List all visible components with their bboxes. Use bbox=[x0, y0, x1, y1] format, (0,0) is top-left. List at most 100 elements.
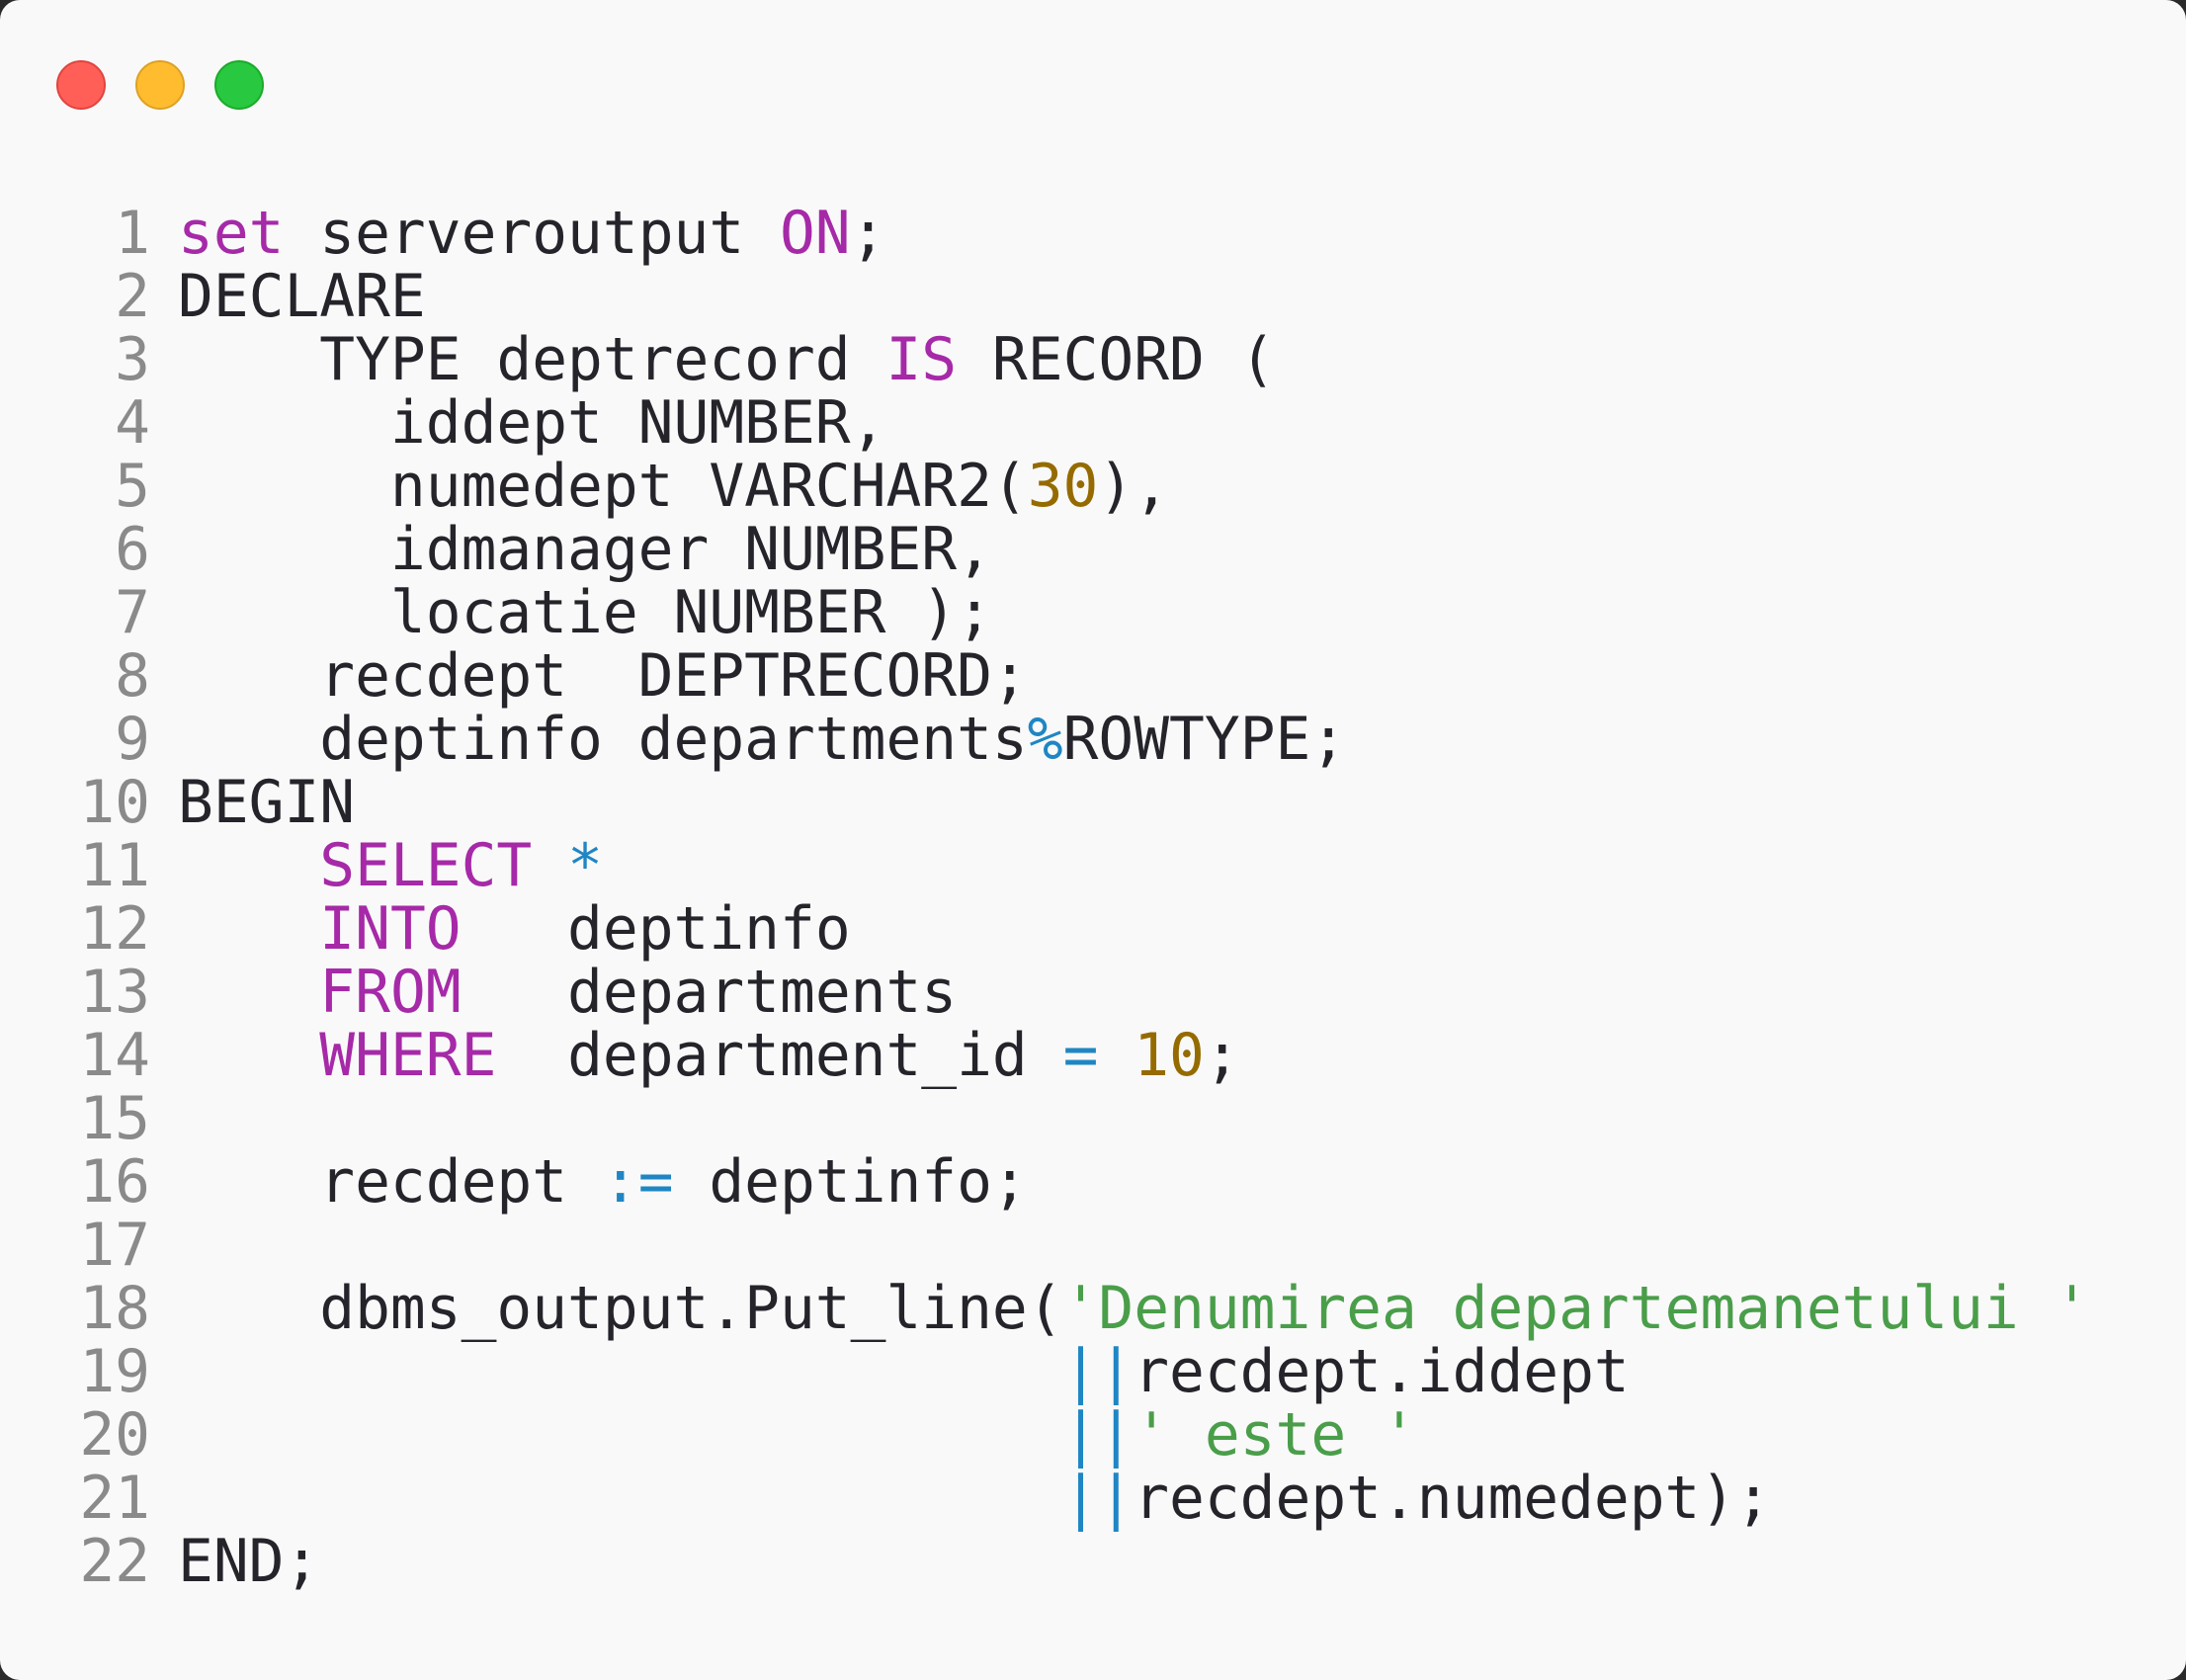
line-number: 15 bbox=[79, 1085, 150, 1153]
line-text: recdept := deptinfo; bbox=[178, 1148, 1028, 1217]
line-number: 3 bbox=[115, 326, 150, 394]
code-token-op: || bbox=[1062, 1338, 1135, 1406]
code-line: 2 DECLARE bbox=[0, 266, 2186, 329]
maximize-window-button[interactable] bbox=[214, 60, 264, 110]
code-line: 8 recdept DEPTRECORD; bbox=[0, 645, 2186, 709]
code-token-plain bbox=[532, 832, 567, 900]
close-window-button[interactable] bbox=[56, 60, 106, 110]
code-token-plain: recdept.numedept); bbox=[1134, 1465, 1772, 1533]
code-line: 21 ||recdept.numedept); bbox=[0, 1468, 2186, 1531]
line-text: TYPE deptrecord IS RECORD ( bbox=[178, 326, 1276, 394]
code-token-plain: recdept.iddept bbox=[1134, 1338, 1630, 1406]
line-number: 6 bbox=[115, 516, 150, 584]
line-text: recdept DEPTRECORD; bbox=[178, 642, 1028, 711]
code-token-plain: department_id bbox=[496, 1022, 1063, 1090]
code-token-plain bbox=[178, 1401, 1063, 1470]
line-number: 20 bbox=[79, 1401, 150, 1470]
line-number: 21 bbox=[79, 1465, 150, 1533]
line-text: dbms_output.Put_line('Denumirea departem… bbox=[178, 1278, 2089, 1341]
line-text: ||' este ' bbox=[178, 1404, 1417, 1468]
code-line: 17 bbox=[0, 1215, 2186, 1278]
code-token-plain: TYPE deptrecord bbox=[178, 326, 886, 394]
code-line: 13 FROM departments bbox=[0, 962, 2186, 1025]
line-text: iddept NUMBER, bbox=[178, 389, 886, 458]
line-number: 1 bbox=[115, 200, 150, 268]
line-number: 13 bbox=[79, 959, 150, 1027]
code-token-plain bbox=[178, 959, 319, 1027]
code-line: 6 idmanager NUMBER, bbox=[0, 519, 2186, 582]
code-token-plain: deptinfo bbox=[461, 895, 851, 964]
code-line: 10 BEGIN bbox=[0, 772, 2186, 835]
line-number: 8 bbox=[115, 642, 150, 711]
code-token-plain: ), bbox=[1098, 453, 1170, 521]
line-text: deptinfo departments%ROWTYPE; bbox=[178, 709, 1346, 772]
code-token-op: = bbox=[1062, 1022, 1099, 1090]
code-token-plain: recdept DEPTRECORD; bbox=[178, 642, 1028, 711]
code-token-op: := bbox=[602, 1148, 674, 1217]
code-token-str: 'Denumirea departemanetului ' bbox=[1062, 1275, 2090, 1343]
code-line: 15 bbox=[0, 1088, 2186, 1151]
code-token-plain bbox=[178, 1465, 1063, 1533]
code-token-str: ' este ' bbox=[1134, 1401, 1417, 1470]
window-titlebar bbox=[0, 0, 2186, 148]
code-line: 12 INTO deptinfo bbox=[0, 898, 2186, 962]
line-number: 4 bbox=[115, 389, 150, 458]
line-text: FROM departments bbox=[178, 962, 957, 1025]
code-token-kw: WHERE bbox=[319, 1022, 497, 1090]
line-number: 16 bbox=[79, 1148, 150, 1217]
line-text: WHERE department_id = 10; bbox=[178, 1022, 1240, 1090]
code-line: 19 ||recdept.iddept bbox=[0, 1341, 2186, 1404]
code-token-plain: deptinfo departments bbox=[178, 706, 1028, 774]
line-text: DECLARE bbox=[178, 266, 426, 329]
code-token-kw: SELECT bbox=[319, 832, 533, 900]
code-token-plain: iddept NUMBER, bbox=[178, 389, 886, 458]
code-line: 20 ||' este ' bbox=[0, 1404, 2186, 1468]
line-number: 11 bbox=[79, 832, 150, 900]
code-token-num: 10 bbox=[1134, 1022, 1205, 1090]
code-token-plain: recdept bbox=[178, 1148, 603, 1217]
code-line: 4 iddept NUMBER, bbox=[0, 392, 2186, 456]
code-line: 11 SELECT * bbox=[0, 835, 2186, 898]
code-token-plain: serveroutput bbox=[284, 200, 780, 268]
code-token-plain: numedept VARCHAR2( bbox=[178, 453, 1028, 521]
line-text: numedept VARCHAR2(30), bbox=[178, 456, 1169, 519]
code-token-kw: FROM bbox=[319, 959, 462, 1027]
code-token-plain bbox=[1098, 1022, 1134, 1090]
code-token-plain: deptinfo; bbox=[673, 1148, 1028, 1217]
code-token-plain: locatie NUMBER ); bbox=[178, 579, 992, 647]
code-token-num: 30 bbox=[1027, 453, 1099, 521]
line-number: 5 bbox=[115, 453, 150, 521]
code-token-plain: BEGIN bbox=[178, 769, 356, 837]
line-number: 14 bbox=[79, 1022, 150, 1090]
line-number: 17 bbox=[79, 1212, 150, 1280]
line-number: 18 bbox=[79, 1275, 150, 1343]
code-token-op: || bbox=[1062, 1465, 1135, 1533]
minimize-window-button[interactable] bbox=[135, 60, 185, 110]
code-line: 9 deptinfo departments%ROWTYPE; bbox=[0, 709, 2186, 772]
line-text: idmanager NUMBER, bbox=[178, 519, 992, 582]
code-token-op: || bbox=[1062, 1401, 1135, 1470]
code-token-plain: END; bbox=[178, 1528, 320, 1596]
code-token-plain: dbms_output.Put_line( bbox=[178, 1275, 1063, 1343]
line-text: ||recdept.numedept); bbox=[178, 1468, 1771, 1531]
line-number: 22 bbox=[79, 1528, 150, 1596]
code-line: 7 locatie NUMBER ); bbox=[0, 582, 2186, 645]
code-token-plain bbox=[178, 1022, 319, 1090]
code-token-op: % bbox=[1027, 706, 1063, 774]
line-number: 2 bbox=[115, 263, 150, 331]
code-token-plain: ; bbox=[1204, 1022, 1240, 1090]
line-number: 7 bbox=[115, 579, 150, 647]
code-token-plain bbox=[178, 832, 319, 900]
code-token-kw: set bbox=[178, 200, 285, 268]
line-number: 10 bbox=[79, 769, 150, 837]
code-token-kw: ON bbox=[779, 200, 851, 268]
code-line: 14 WHERE department_id = 10; bbox=[0, 1025, 2186, 1088]
code-token-plain: RECORD ( bbox=[957, 326, 1276, 394]
line-text: SELECT * bbox=[178, 835, 603, 898]
code-token-kw: INTO bbox=[319, 895, 462, 964]
code-token-plain: departments bbox=[461, 959, 958, 1027]
line-text: BEGIN bbox=[178, 772, 355, 835]
code-token-plain bbox=[178, 895, 319, 964]
code-token-op: * bbox=[567, 832, 603, 900]
